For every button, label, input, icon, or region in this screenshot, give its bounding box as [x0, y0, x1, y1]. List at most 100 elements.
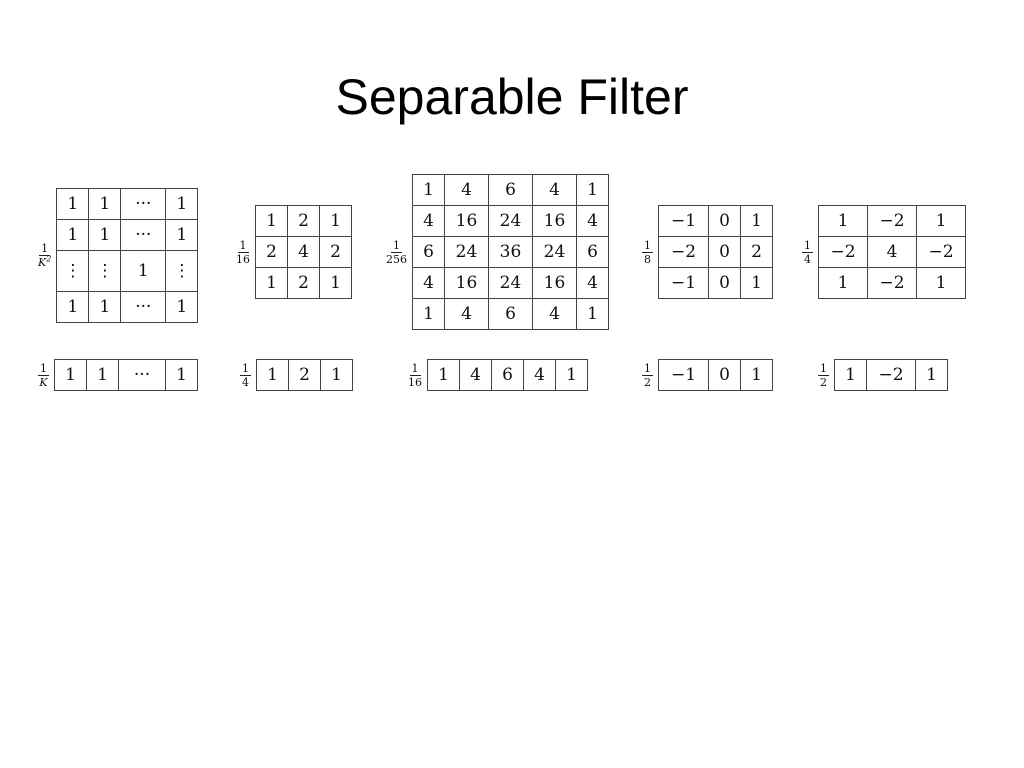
vector-cell: 2 — [288, 359, 321, 391]
matrix-row: 1 2 1 — [255, 205, 352, 237]
matrix-cell: 2 — [287, 267, 320, 299]
matrix-row: 1 1 ··· 1 — [56, 291, 199, 323]
matrix-cell: 1 — [319, 205, 352, 237]
matrix-cell: 4 — [576, 267, 609, 299]
slide-title: Separable Filter — [335, 69, 689, 125]
scale-fraction: 1 K — [38, 361, 49, 389]
matrix-cell: 2 — [255, 236, 288, 268]
matrix-row: 6 24 36 24 6 — [412, 236, 609, 268]
kernel-vector: 1 1 ··· 1 — [54, 359, 198, 391]
scale-fraction: 1 8 — [642, 238, 653, 266]
vector-cell: 4 — [459, 359, 492, 391]
matrix-cell: −2 — [867, 267, 917, 299]
matrix-cell: 0 — [708, 267, 741, 299]
filter-1d-corner: 1 2 1 −2 1 — [818, 359, 948, 391]
matrix-cell: 6 — [576, 236, 609, 268]
vector-row: 1 2 1 — [256, 359, 353, 391]
matrix-row: 1 4 6 4 1 — [412, 174, 609, 206]
scale-fraction: 1 256 — [386, 238, 407, 266]
matrix-cell: 1 — [319, 267, 352, 299]
matrix-cell: 2 — [287, 205, 320, 237]
matrix-cell: ⋮ — [165, 250, 199, 292]
matrix-cell: −2 — [658, 236, 709, 268]
matrix-cell: 1 — [88, 219, 122, 251]
matrix-cell: 4 — [412, 205, 445, 237]
matrix-cell: 1 — [120, 250, 167, 292]
matrix-cell: 24 — [444, 236, 489, 268]
scale-fraction: 1 2 — [642, 361, 653, 389]
matrix-cell: 1 — [916, 267, 966, 299]
matrix-cell: 1 — [412, 174, 445, 206]
filter-2d-gaussian: 1 256 1 4 6 4 1 4 16 24 16 4 6 24 36 — [386, 174, 609, 330]
matrix-cell: 4 — [287, 236, 320, 268]
matrix-cell: 4 — [444, 298, 489, 330]
matrix-cell: 1 — [576, 174, 609, 206]
vector-cell: 1 — [427, 359, 460, 391]
matrix-cell: 24 — [532, 236, 577, 268]
vector-cell: 1 — [834, 359, 867, 391]
matrix-cell: ··· — [120, 291, 167, 323]
matrix-cell: 4 — [867, 236, 917, 268]
matrix-cell: −2 — [916, 236, 966, 268]
scale-fraction: 1 2 — [818, 361, 829, 389]
filter-1d-bilinear: 1 4 1 2 1 — [240, 359, 353, 391]
scale-fraction: 1 4 — [802, 238, 813, 266]
matrix-cell: 1 — [88, 291, 122, 323]
matrix-cell: 6 — [488, 298, 533, 330]
matrix-cell: 4 — [532, 298, 577, 330]
matrix-row: −2 0 2 — [658, 236, 773, 268]
matrix-cell: ⋮ — [88, 250, 122, 292]
matrix-cell: 1 — [56, 291, 90, 323]
vector-row: 1 1 ··· 1 — [54, 359, 198, 391]
filter-2d-box: 1 K2 1 1 ··· 1 1 1 ··· 1 ⋮ ⋮ 1 ⋮ — [38, 188, 199, 323]
matrix-cell: 1 — [576, 298, 609, 330]
kernel-matrix: −1 0 1 −2 0 2 −1 0 1 — [658, 205, 773, 299]
kernel-matrix: 1 −2 1 −2 4 −2 1 −2 1 — [818, 205, 966, 299]
matrix-cell: 1 — [740, 267, 773, 299]
vector-cell: 1 — [256, 359, 289, 391]
matrix-cell: 1 — [56, 219, 90, 251]
vector-row: 1 −2 1 — [834, 359, 948, 391]
kernel-matrix: 1 1 ··· 1 1 1 ··· 1 ⋮ ⋮ 1 ⋮ 1 1 ··· 1 — [56, 188, 199, 323]
vector-cell: −1 — [658, 359, 709, 391]
vector-cell: 1 — [915, 359, 948, 391]
scale-fraction: 1 16 — [236, 238, 250, 266]
matrix-cell: 24 — [488, 205, 533, 237]
matrix-cell: 0 — [708, 205, 741, 237]
vector-cell: 1 — [555, 359, 588, 391]
matrix-cell: 1 — [165, 219, 199, 251]
matrix-row: 1 −2 1 — [818, 205, 966, 237]
matrix-row: ⋮ ⋮ 1 ⋮ — [56, 250, 199, 292]
matrix-cell: 24 — [488, 267, 533, 299]
matrix-cell: 1 — [818, 267, 868, 299]
matrix-cell: 4 — [576, 205, 609, 237]
filter-1d-box: 1 K 1 1 ··· 1 — [38, 359, 198, 391]
matrix-row: 4 16 24 16 4 — [412, 267, 609, 299]
matrix-cell: 1 — [255, 267, 288, 299]
matrix-row: 1 2 1 — [255, 267, 352, 299]
matrix-cell: 16 — [532, 205, 577, 237]
scale-fraction: 1 K2 — [38, 242, 52, 269]
filter-2d-sobel: 1 8 −1 0 1 −2 0 2 −1 0 1 — [642, 205, 773, 299]
vector-cell: 1 — [165, 359, 198, 391]
matrix-cell: 2 — [740, 236, 773, 268]
matrix-cell: 16 — [444, 205, 489, 237]
vector-cell: 1 — [320, 359, 353, 391]
matrix-cell: 16 — [532, 267, 577, 299]
matrix-row: −2 4 −2 — [818, 236, 966, 268]
matrix-cell: −2 — [867, 205, 917, 237]
matrix-cell: −1 — [658, 205, 709, 237]
vector-cell: ··· — [118, 359, 166, 391]
matrix-cell: 1 — [412, 298, 445, 330]
matrix-cell: 4 — [444, 174, 489, 206]
matrix-cell: 6 — [412, 236, 445, 268]
matrix-row: 1 1 ··· 1 — [56, 188, 199, 220]
matrix-cell: 1 — [56, 188, 90, 220]
matrix-row: 2 4 2 — [255, 236, 352, 268]
vector-cell: 1 — [740, 359, 773, 391]
vector-cell: 1 — [86, 359, 119, 391]
matrix-row: 1 −2 1 — [818, 267, 966, 299]
matrix-cell: ··· — [120, 219, 167, 251]
matrix-cell: 1 — [255, 205, 288, 237]
matrix-cell: 4 — [532, 174, 577, 206]
